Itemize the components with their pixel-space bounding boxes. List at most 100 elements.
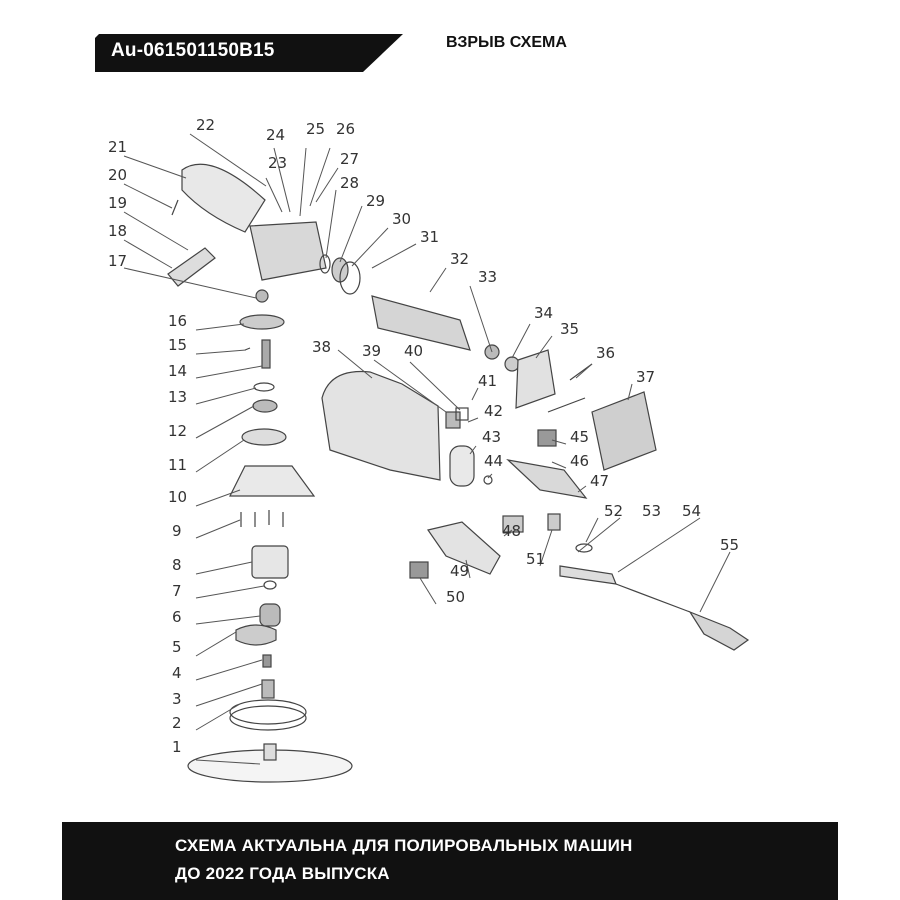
callout-16: 16 xyxy=(168,312,187,330)
part-6-bearing xyxy=(259,603,281,627)
part-8-body xyxy=(251,545,289,579)
part-18-side-handle xyxy=(167,247,216,287)
part-38-motor-housing xyxy=(321,370,441,481)
callout-18: 18 xyxy=(108,222,127,240)
callout-40: 40 xyxy=(404,342,423,360)
part-48-clamp xyxy=(502,515,524,533)
callout-37: 37 xyxy=(636,368,655,386)
part-37-stator xyxy=(591,391,657,471)
part-32-armature xyxy=(371,295,471,351)
footer-line-1: СХЕМА АКТУАЛЬНА ДЛЯ ПОЛИРОВАЛЬНЫХ МАШИН xyxy=(175,836,633,855)
callout-15: 15 xyxy=(168,336,187,354)
callout-38: 38 xyxy=(312,338,331,356)
part-4-screw xyxy=(262,654,272,668)
model-tag-background xyxy=(95,34,403,72)
part-43-cover xyxy=(449,445,475,487)
callout-7: 7 xyxy=(172,582,182,600)
callout-32: 32 xyxy=(450,250,469,268)
callout-42: 42 xyxy=(484,402,503,420)
callout-21: 21 xyxy=(108,138,127,156)
callout-2: 2 xyxy=(172,714,182,732)
part-54-cable xyxy=(615,583,691,613)
part-21-gear-cover xyxy=(181,163,266,233)
callout-31: 31 xyxy=(420,228,439,246)
part-28-seal xyxy=(319,254,331,274)
callout-13: 13 xyxy=(168,388,187,406)
callout-51: 51 xyxy=(526,550,545,568)
callout-17: 17 xyxy=(108,252,127,270)
callout-46: 46 xyxy=(570,452,589,470)
part-52-clamp xyxy=(575,543,593,553)
callout-47: 47 xyxy=(590,472,609,490)
callout-11: 11 xyxy=(168,456,187,474)
callout-26: 26 xyxy=(336,120,355,138)
callout-labels: 1 2 3 4 5 6 7 8 9 10 11 12 13 14 15 16 1… xyxy=(108,116,739,756)
callout-9: 9 xyxy=(172,522,182,540)
callout-35: 35 xyxy=(560,320,579,338)
callout-50: 50 xyxy=(446,588,465,606)
part-34-bearing xyxy=(504,356,520,372)
part-46-handle-plate xyxy=(506,459,588,499)
part-5-clamp xyxy=(235,624,277,646)
callout-22: 22 xyxy=(196,116,215,134)
part-9-screws xyxy=(240,510,284,527)
footer-line-2: ДО 2022 ГОДА ВЫПУСКА xyxy=(175,864,390,883)
callout-10: 10 xyxy=(168,488,187,506)
part-2-ring xyxy=(229,699,307,725)
part-13-ring xyxy=(253,382,275,392)
callout-36: 36 xyxy=(596,344,615,362)
callout-12: 12 xyxy=(168,422,187,440)
callout-49: 49 xyxy=(450,562,469,580)
callout-24: 24 xyxy=(266,126,285,144)
callout-27: 27 xyxy=(340,150,359,168)
callout-48: 48 xyxy=(502,522,521,540)
callout-41: 41 xyxy=(478,372,497,390)
callout-44: 44 xyxy=(484,452,503,470)
callout-25: 25 xyxy=(306,120,325,138)
part-49-rear-handle xyxy=(427,521,501,575)
callout-28: 28 xyxy=(340,174,359,192)
part-17-nut xyxy=(255,289,269,303)
callout-29: 29 xyxy=(366,192,385,210)
callout-23: 23 xyxy=(268,154,287,172)
callout-45: 45 xyxy=(570,428,589,446)
part-50-switch-button xyxy=(409,561,429,579)
part-7-circlip xyxy=(263,580,277,590)
model-code: Au-061501150B15 xyxy=(111,40,275,61)
part-10-gear-housing xyxy=(229,465,316,497)
part-51-capacitor xyxy=(547,513,561,531)
part-35-brush-holder xyxy=(515,349,556,409)
callout-1: 1 xyxy=(172,738,182,756)
diagram-title: ВЗРЫВ СХЕМА xyxy=(446,34,567,51)
part-20-screw xyxy=(171,199,179,216)
callout-20: 20 xyxy=(108,166,127,184)
part-14-shaft xyxy=(261,339,271,369)
part-30-plate xyxy=(339,261,361,295)
footer-banner: СХЕМА АКТУАЛЬНА ДЛЯ ПОЛИРОВАЛЬНЫХ МАШИН … xyxy=(62,822,838,900)
callout-14: 14 xyxy=(168,362,187,380)
part-44-spring xyxy=(483,475,493,485)
callout-4: 4 xyxy=(172,664,182,682)
part-45-switch xyxy=(537,429,557,447)
part-23-housing-front xyxy=(249,221,327,281)
callout-53: 53 xyxy=(642,502,661,520)
part-drawings xyxy=(167,163,750,783)
callout-6: 6 xyxy=(172,608,182,626)
callout-5: 5 xyxy=(172,638,182,656)
callout-30: 30 xyxy=(392,210,411,228)
part-40-holder xyxy=(455,407,469,421)
callout-39: 39 xyxy=(362,342,381,360)
leader-lines xyxy=(123,133,731,765)
callout-33: 33 xyxy=(478,268,497,286)
callout-34: 34 xyxy=(534,304,553,322)
callout-19: 19 xyxy=(108,194,127,212)
part-12-bearing xyxy=(252,399,278,413)
part-53-sleeve xyxy=(559,565,617,585)
callout-3: 3 xyxy=(172,690,182,708)
callout-43: 43 xyxy=(482,428,501,446)
part-55-plug xyxy=(688,610,750,651)
part-11-bearing xyxy=(241,428,287,446)
callout-54: 54 xyxy=(682,502,701,520)
part-16-gear xyxy=(239,314,285,330)
